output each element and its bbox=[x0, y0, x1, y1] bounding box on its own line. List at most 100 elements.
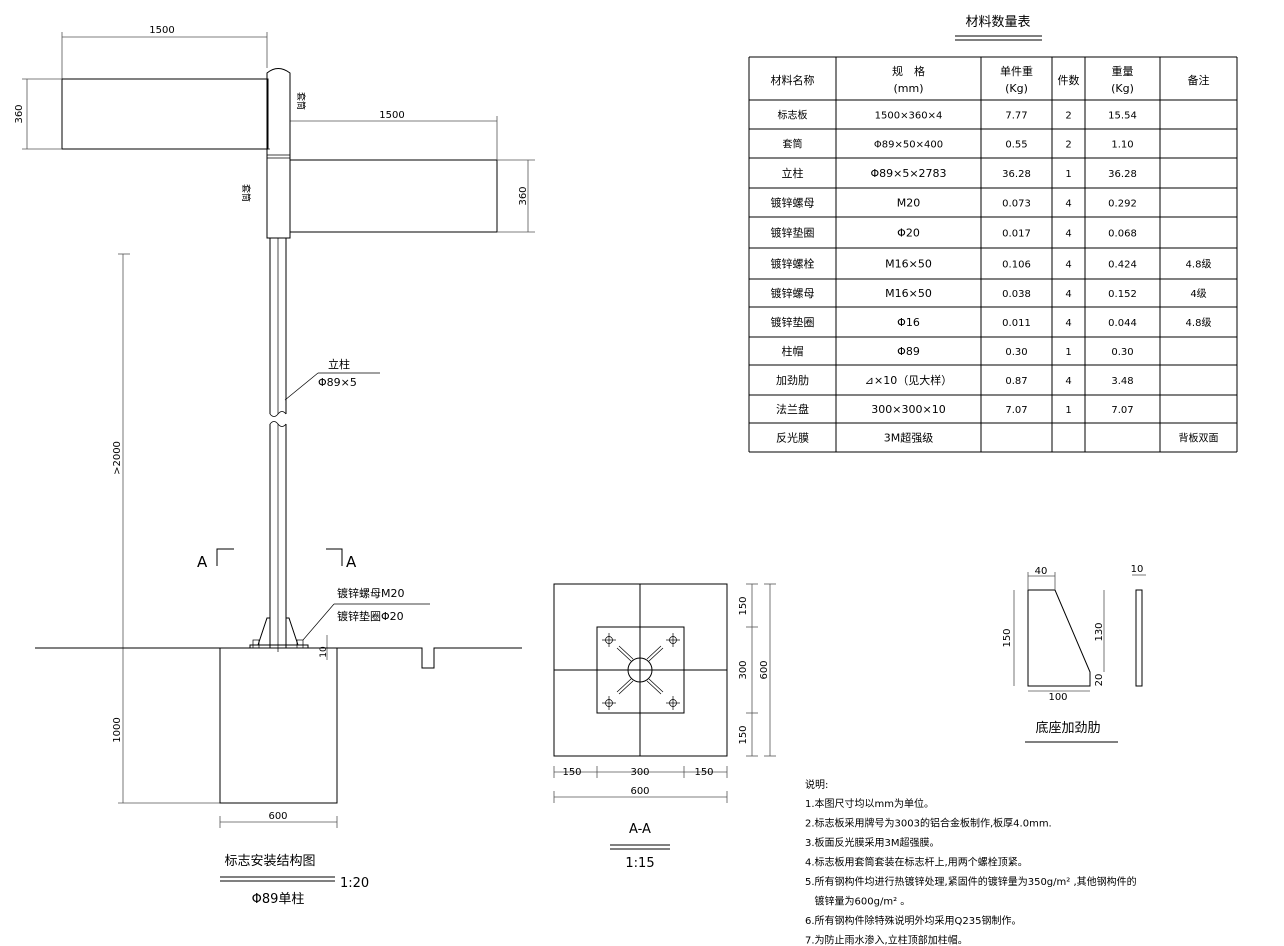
base-flange bbox=[249, 617, 309, 649]
bolt-holes bbox=[602, 633, 680, 710]
post-label: 立柱 bbox=[328, 357, 350, 371]
dim-height: >2000 bbox=[112, 253, 130, 648]
lower-sign-panel bbox=[289, 159, 498, 233]
table-cell: 加劲肋 bbox=[776, 373, 809, 387]
notes-list: 1.本图尺寸均以mm为单位。2.标志板采用牌号为3003的铝合金板制作,板厚4.… bbox=[805, 797, 1137, 946]
rib-title: 底座加劲肋 bbox=[1035, 720, 1100, 736]
dim-text: 10 bbox=[1131, 564, 1144, 575]
rib-shape bbox=[1027, 589, 1091, 687]
ground-line bbox=[35, 647, 522, 669]
table-cell: 7.07 bbox=[1005, 405, 1027, 416]
section-title: A-A bbox=[629, 822, 651, 837]
dim-top-width: 1500 bbox=[61, 25, 268, 79]
dim-text: 150 bbox=[738, 725, 749, 744]
note-item: 2.标志板采用牌号为3003的铝合金板制作,板厚4.0mm. bbox=[805, 817, 1052, 830]
note-item: 镀锌量为600g/m² 。 bbox=[805, 895, 910, 908]
table-cell: 2 bbox=[1065, 140, 1071, 151]
dim-text: 130 bbox=[1094, 622, 1105, 641]
sleeve-label: 套筒 bbox=[240, 184, 252, 202]
table-cell: 300×300×10 bbox=[871, 403, 945, 416]
table-cell: 背板双面 bbox=[1179, 432, 1219, 445]
dim-text: 300 bbox=[630, 767, 649, 778]
table-cell: Φ89×50×400 bbox=[874, 140, 943, 151]
elevation-title: 标志安装结构图 bbox=[224, 854, 315, 869]
table-cell: 1 bbox=[1065, 169, 1071, 180]
dim-text: 10 bbox=[319, 646, 329, 658]
table-cell: 4 bbox=[1065, 229, 1071, 240]
dim-text: 300 bbox=[738, 660, 749, 679]
dim-lower-height: 360 bbox=[497, 159, 535, 233]
table-header: (mm) bbox=[893, 82, 923, 95]
dim-foundation-depth: 1000 bbox=[112, 648, 220, 804]
section-scale: 1:15 bbox=[625, 856, 654, 871]
flange-plate bbox=[596, 626, 685, 714]
table-cell: 镀锌螺母 bbox=[771, 196, 815, 210]
table-cell: 镀锌螺栓 bbox=[771, 257, 815, 271]
table-cell: 0.044 bbox=[1108, 318, 1137, 329]
post-circle bbox=[627, 657, 653, 683]
table-cell: 36.28 bbox=[1108, 169, 1137, 180]
dim-text: 600 bbox=[759, 660, 770, 679]
elevation-view: 1500 360 1500 360 套筒 套筒 bbox=[14, 25, 535, 907]
dim-text: 100 bbox=[1048, 692, 1067, 703]
dim-text: 600 bbox=[268, 811, 287, 822]
dim-lower-width: 1500 bbox=[290, 110, 498, 160]
table-cell: 0.292 bbox=[1108, 199, 1137, 210]
table-cell: M16×50 bbox=[885, 287, 932, 300]
table-cell: 1.10 bbox=[1111, 140, 1133, 151]
rib-detail: 40 150 130 20 100 10 底座加劲肋 bbox=[1002, 564, 1146, 743]
table-cell: 36.28 bbox=[1002, 169, 1031, 180]
table-cell: 0.011 bbox=[1002, 318, 1031, 329]
table-cell: 套筒 bbox=[783, 138, 803, 151]
foundation bbox=[219, 647, 338, 804]
dim-text: 150 bbox=[1002, 628, 1013, 647]
table-cell: 0.30 bbox=[1005, 347, 1027, 358]
table-cell: 0.55 bbox=[1005, 140, 1027, 151]
table-cell: Φ89 bbox=[897, 345, 920, 358]
table-cell: 0.87 bbox=[1005, 376, 1027, 387]
washer-label: 镀锌垫圈Φ20 bbox=[337, 609, 404, 623]
notes: 说明: 1.本图尺寸均以mm为单位。2.标志板采用牌号为3003的铝合金板制作,… bbox=[805, 778, 1137, 946]
table-cell: 1 bbox=[1065, 405, 1071, 416]
dim-text: 40 bbox=[1035, 566, 1048, 577]
post bbox=[269, 238, 287, 652]
table-header: 单件重 bbox=[1000, 64, 1033, 78]
table-cell: 0.152 bbox=[1108, 289, 1137, 300]
section-aa-view: 150 300 150 600 150 300 150 600 A-A 1:15 bbox=[553, 583, 776, 871]
dim-text: 600 bbox=[630, 786, 649, 797]
table-cell: 4 bbox=[1065, 376, 1071, 387]
dim-text: >2000 bbox=[112, 441, 123, 475]
table-cell: 4.8级 bbox=[1186, 317, 1212, 329]
section-mark-left: A bbox=[197, 553, 208, 571]
note-item: 5.所有钢构件均进行热镀锌处理,紧固件的镀锌量为350g/m² ,其他钢构件的 bbox=[805, 875, 1137, 888]
table-header: 规 格 bbox=[892, 64, 925, 78]
table-cell: M16×50 bbox=[885, 258, 932, 271]
table-cell: ⊿×10（见大样） bbox=[865, 373, 952, 387]
upper-sign-panel bbox=[61, 78, 269, 150]
table-cell: 7.77 bbox=[1005, 111, 1027, 122]
dim-text: 150 bbox=[738, 596, 749, 615]
table-cell: 3.48 bbox=[1111, 376, 1133, 387]
elevation-subtitle: Φ89单柱 bbox=[252, 892, 305, 907]
note-item: 7.为防止雨水渗入,立柱顶部加柱帽。 bbox=[805, 934, 968, 946]
table-cell: 0.038 bbox=[1002, 289, 1031, 300]
table-cell: 法兰盘 bbox=[776, 402, 809, 416]
table-cell: 标志板 bbox=[778, 109, 808, 122]
nut-label: 镀锌螺母M20 bbox=[337, 586, 405, 600]
table-cell: 0.073 bbox=[1002, 199, 1031, 210]
table-grid bbox=[748, 56, 1238, 453]
table-cell: 4 bbox=[1065, 289, 1071, 300]
table-cell: 反光膜 bbox=[776, 431, 809, 445]
post-spec: Φ89×5 bbox=[318, 376, 357, 389]
rib-side bbox=[1135, 589, 1143, 687]
dim-text: 20 bbox=[1094, 674, 1105, 687]
table-cell: 7.07 bbox=[1111, 405, 1133, 416]
table-cell: 0.106 bbox=[1002, 260, 1031, 271]
table-cell: 镀锌垫圈 bbox=[771, 315, 815, 329]
elevation-scale: 1:20 bbox=[340, 876, 369, 891]
dim-text: 1500 bbox=[379, 110, 404, 121]
table-cell: 1 bbox=[1065, 347, 1071, 358]
sleeve bbox=[266, 68, 291, 239]
table-cell: 4 bbox=[1065, 318, 1071, 329]
